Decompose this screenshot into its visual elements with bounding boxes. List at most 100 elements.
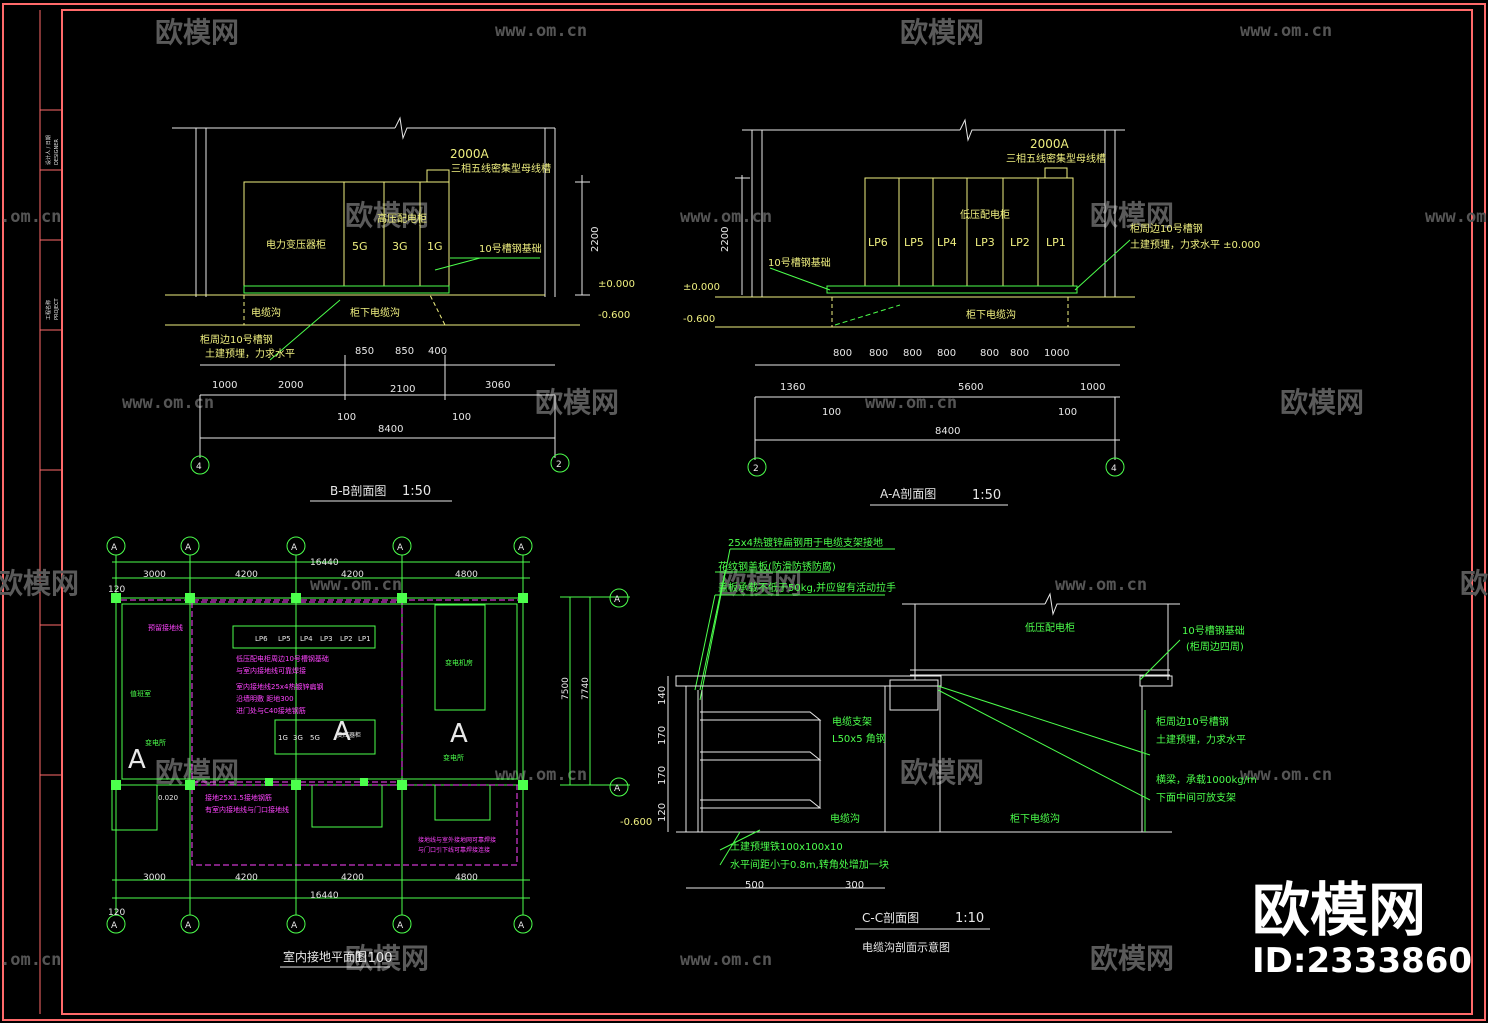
plan-cab-label: 变压器柜	[337, 731, 361, 739]
plan-note: 与室内接地线可靠焊接	[236, 666, 306, 675]
plan-cab-label: LP3	[320, 635, 333, 643]
cc-right-note: 柜周边10号槽钢	[1156, 715, 1229, 728]
bb-panel-label: 高压配电柜	[377, 212, 427, 225]
aa-axis-bubble: 4	[1111, 464, 1117, 474]
plan-axis-bubble: A	[397, 543, 404, 553]
plan-room-label: 值班室	[130, 689, 151, 698]
bb-scale: 1:50	[402, 484, 431, 499]
cc-channel-note: 10号槽钢基础	[1182, 624, 1245, 637]
bb-dim: 1000	[212, 380, 237, 391]
aa-busway-rating: 2000A	[1030, 137, 1070, 151]
cc-dim: 170	[657, 766, 668, 785]
aa-cab-label: LP1	[1046, 236, 1066, 249]
bb-cab-label: 5G	[352, 240, 368, 253]
aa-channel-note-right: 柜周边10号槽钢	[1130, 222, 1203, 235]
wm-brand: 欧模网	[0, 567, 79, 600]
wm-brand: 欧模网	[1090, 199, 1174, 232]
aa-cab-label: LP4	[937, 236, 957, 249]
plan-cab-label: LP1	[358, 635, 371, 643]
plan-note: 接地线与室外接地网可靠焊接	[418, 836, 496, 844]
plan-grounding-text: A A A A A A A A A A A A 16440 16440 3000…	[108, 543, 621, 966]
aa-title: A-A剖面图	[880, 487, 936, 501]
plan-axis-bubble: A	[518, 921, 525, 931]
tb-designer-en: DESIGNER	[54, 139, 60, 165]
plan-dim: 7500	[561, 677, 571, 700]
plan-room-label: 变电所	[145, 738, 166, 747]
wm-url: .om.cn	[0, 950, 61, 970]
plan-axis-bubble: A	[111, 543, 118, 553]
bb-channel-note2: 柜周边10号槽钢	[200, 333, 273, 346]
aa-dim: 800	[937, 348, 956, 359]
plan-note: 进门处与C40接地钢筋	[236, 706, 306, 715]
plan-axis-bubble: A	[614, 784, 621, 794]
wm-url: www.om.cn	[1055, 575, 1147, 595]
aa-dim: 100	[1058, 407, 1077, 418]
aa-dim: 1000	[1080, 382, 1105, 393]
plan-dim: 4800	[455, 570, 478, 580]
bb-dim: 2100	[390, 384, 415, 395]
plan-dim: 4200	[235, 570, 258, 580]
wm-brand: 欧模网	[900, 16, 984, 49]
plan-axis-bubble: A	[291, 543, 298, 553]
cc-scale: 1:10	[955, 911, 984, 926]
section-bb-text: 2000A 三相五线密集型母线槽 高压配电柜 电力变压器柜 5G 3G 1G 1…	[196, 147, 635, 499]
bb-busway-name: 三相五线密集型母线槽	[451, 162, 551, 175]
watermarks: 欧模网 www.om.cn 欧模网 www.om.cn .om.cn 欧模网 w…	[0, 16, 1488, 975]
plan-dim: 120	[108, 585, 125, 595]
wm-url: www.om.cn	[122, 393, 214, 413]
cc-channel-note: (柜周边四周)	[1186, 640, 1244, 653]
wm-brand: 欧模网	[155, 756, 239, 789]
plan-dim: 7740	[581, 677, 591, 700]
cc-level-neg: -0.600	[620, 817, 652, 828]
bb-cab-label: 1G	[427, 240, 443, 253]
aa-busway-name: 三相五线密集型母线槽	[1006, 152, 1106, 165]
aa-cab-label: LP2	[1010, 236, 1030, 249]
plan-axis-bubble: A	[185, 543, 192, 553]
plan-dim-total: 16440	[310, 558, 339, 568]
cc-note: 盖板承载不低于50kg,并应留有活动拉手	[718, 581, 896, 594]
plan-note: 接地25X1.5接地钢筋	[205, 793, 272, 802]
plan-axis-bubble: A	[185, 921, 192, 931]
aa-trench-under: 柜下电缆沟	[966, 308, 1016, 321]
section-cc-text: 25x4热镀锌扁钢用于电缆支架接地 花纹钢盖板(防滑防锈防腐) 盖板承载不低于5…	[620, 536, 1257, 954]
bb-dim: 400	[428, 346, 447, 357]
wm-url: www.om.cn	[1240, 765, 1332, 785]
plan-axis-bubble: A	[518, 543, 525, 553]
bb-busway-rating: 2000A	[450, 147, 490, 161]
plan-cab-label: 3G	[293, 734, 303, 742]
plan-dim: 3000	[143, 873, 166, 883]
cc-right-note: 土建预埋，力求水平	[1156, 733, 1246, 746]
cc-dim: 500	[745, 880, 764, 891]
wm-url: www.om.cn	[1240, 21, 1332, 41]
aa-dim: 800	[869, 348, 888, 359]
plan-note: 沿墙明敷 距地300	[236, 694, 294, 703]
plan-level: 0.020	[158, 794, 178, 802]
cc-note: 花纹钢盖板(防滑防锈防腐)	[718, 560, 836, 573]
bb-axis-bubble: 2	[556, 460, 562, 470]
plan-note: 低压配电柜周边10号槽钢基础	[236, 654, 329, 663]
cc-subtitle: 电缆沟剖面示意图	[862, 940, 950, 954]
wm-brand: 欧模网	[900, 756, 984, 789]
aa-dim: 800	[1010, 348, 1029, 359]
plan-cab-label: 1G	[278, 734, 288, 742]
plan-grounding	[106, 536, 630, 968]
section-aa	[715, 118, 1135, 506]
cc-bottom-note: 土建预埋铁100x100x10	[730, 840, 843, 853]
plan-cab-label: LP4	[300, 635, 313, 643]
plan-note: 有室内接地线与门口接地线	[205, 805, 289, 814]
bb-trench-under: 柜下电缆沟	[350, 306, 400, 319]
plan-room-label: 变电所	[443, 753, 464, 762]
section-aa-text: 2000A 三相五线密集型母线槽 低压配电柜 LP6 LP5 LP4 LP3 L…	[683, 137, 1260, 503]
bb-dim: 850	[355, 346, 374, 357]
aa-dim: 800	[980, 348, 999, 359]
aa-level-neg: -0.600	[683, 314, 715, 325]
plan-dim: 4200	[341, 873, 364, 883]
plan-note: 室内接地线25x4热镀锌扁钢	[236, 682, 324, 691]
wm-brand: 欧模网	[535, 386, 619, 419]
wm-brand: 欧模网	[155, 16, 239, 49]
aa-dim: 1360	[780, 382, 805, 393]
cc-note: 25x4热镀锌扁钢用于电缆支架接地	[728, 536, 883, 549]
aa-cab-label: LP6	[868, 236, 888, 249]
aa-cab-label: LP3	[975, 236, 995, 249]
